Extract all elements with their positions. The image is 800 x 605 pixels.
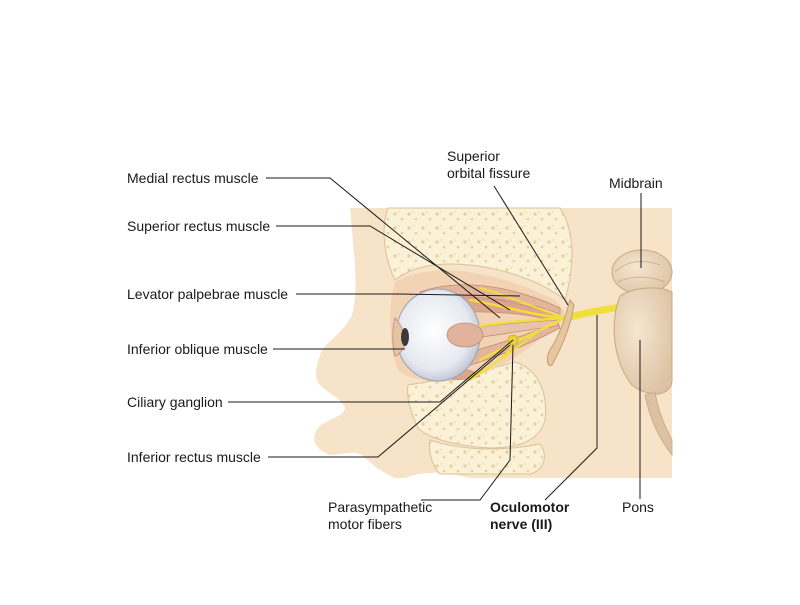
label-levator-palpebrae: Levator palpebrae muscle [127,286,289,302]
label-midbrain: Midbrain [609,175,663,191]
label-parasympathetic-line1: Parasympathetic [328,499,433,515]
label-oculomotor-line2: nerve (III) [490,516,553,532]
leader-lines [228,177,642,501]
leader-levator [296,293,521,297]
label-inferior-oblique: Inferior oblique muscle [127,341,268,357]
leader-ciliary-ganglion [228,339,514,403]
label-parasympathetic-line2: motor fibers [328,516,402,532]
brainstem [611,249,673,457]
upper-orbit-bone [383,207,573,301]
label-superior-orbital-fissure: Superior orbital fissure [447,148,530,182]
leader-oculomotor [544,315,598,501]
label-inferior-rectus: Inferior rectus muscle [127,449,261,465]
label-oculomotor-nerve: Oculomotor nerve (III) [490,499,569,533]
leader-superior-rectus [276,225,511,311]
label-superior-orbital-fissure-line2: orbital fissure [447,165,531,181]
label-ciliary-ganglion: Ciliary ganglion [127,394,223,410]
label-parasympathetic: Parasympathetic motor fibers [328,499,432,533]
label-superior-orbital-fissure-line1: Superior [447,148,500,164]
medial-rectus-insertion [446,322,484,348]
sphenoid-process [546,298,575,367]
label-oculomotor-line1: Oculomotor [490,499,570,515]
label-pons: Pons [622,499,654,515]
label-medial-rectus: Medial rectus muscle [127,170,259,186]
leader-medial-rectus [266,177,501,319]
leader-parasympathetic [421,344,514,501]
maxillary-bone [429,439,545,475]
leader-superior-orbital-fissure [493,185,569,306]
label-superior-rectus: Superior rectus muscle [127,218,271,234]
iris [401,328,409,346]
leader-inferior-rectus [268,344,511,458]
